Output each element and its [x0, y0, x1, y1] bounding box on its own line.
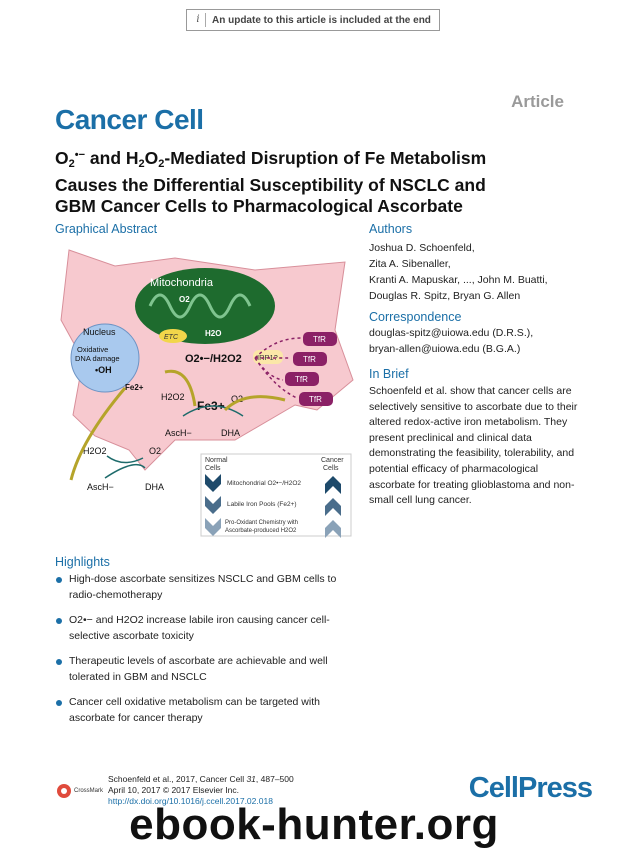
svg-text:Fe2+: Fe2+ — [125, 383, 144, 392]
svg-text:DNA damage: DNA damage — [75, 354, 120, 363]
svg-text:Cells: Cells — [323, 465, 339, 472]
info-icon: i — [191, 13, 206, 27]
citation-footer: Schoenfeld et al., 2017, Cancer Cell 31,… — [108, 774, 294, 806]
cell-body — [60, 249, 354, 471]
svg-text:ETC: ETC — [164, 334, 179, 341]
svg-text:Labile Iron Pools (Fe2+): Labile Iron Pools (Fe2+) — [227, 501, 297, 508]
svg-text:TfR: TfR — [303, 355, 316, 364]
highlight-item: O2•− and H2O2 increase labile iron causi… — [55, 613, 355, 644]
svg-text:TfR: TfR — [295, 375, 308, 384]
article-title: O2•− and H2O2-Mediated Disruption of Fe … — [55, 148, 487, 216]
correspondence-emails[interactable]: douglas-spitz@uiowa.edu (D.R.S.), bryan-… — [369, 327, 534, 355]
highlight-item: Cancer cell oxidative metabolism can be … — [55, 695, 355, 726]
svg-text:TfR: TfR — [309, 395, 322, 404]
svg-text:DHA: DHA — [145, 482, 164, 492]
svg-text:Ascorbate-produced H2O2: Ascorbate-produced H2O2 — [225, 528, 297, 534]
in-brief-heading: In Brief — [369, 367, 409, 381]
authors-heading: Authors — [369, 222, 413, 236]
svg-text:Mitochondrial O2•−/H2O2: Mitochondrial O2•−/H2O2 — [227, 480, 301, 487]
crossmark-icon — [57, 784, 71, 798]
in-brief-text: Schoenfeld et al. show that cancer cells… — [369, 385, 578, 507]
svg-text:•OH: •OH — [95, 365, 112, 375]
svg-text:AscH−: AscH− — [87, 482, 114, 492]
svg-text:H2O: H2O — [205, 329, 221, 338]
svg-text:O2: O2 — [179, 295, 190, 304]
svg-text:Cancer: Cancer — [321, 457, 344, 464]
doi-link[interactable]: http://dx.doi.org/10.1016/j.ccell.2017.0… — [108, 796, 273, 806]
crossmark-logo[interactable]: CrossMark — [56, 781, 104, 801]
svg-text:Pro-Oxidant Chemistry with: Pro-Oxidant Chemistry with — [225, 520, 298, 526]
svg-text:O2•−/H2O2: O2•−/H2O2 — [185, 353, 242, 365]
graphical-abstract-heading: Graphical Abstract — [55, 222, 158, 236]
article-type-label: Article — [511, 92, 564, 111]
svg-text:Nucleus: Nucleus — [83, 327, 116, 337]
cellpress-logo: CellPress — [468, 772, 593, 804]
svg-text:H2O2: H2O2 — [161, 392, 185, 402]
update-banner-text: An update to this article is included at… — [212, 14, 431, 26]
tfr-receptors: TfR TfR TfR TfR — [285, 332, 337, 406]
svg-text:TfR: TfR — [313, 335, 326, 344]
highlight-item: High-dose ascorbate sensitizes NSCLC and… — [55, 572, 355, 603]
highlights-heading: Highlights — [55, 555, 110, 569]
graphical-abstract-figure: Mitochondria O2 ETC H2O O2•−/H2O2 IRP1? … — [55, 240, 357, 540]
correspondence-heading: Correspondence — [369, 310, 462, 324]
nucleus — [70, 323, 140, 393]
authors-list: Joshua D. Schoenfeld, Zita A. Sibenaller… — [369, 242, 548, 302]
svg-text:Oxidative: Oxidative — [77, 345, 108, 354]
journal-name: Cancer Cell — [55, 104, 204, 135]
svg-text:Mitochondria: Mitochondria — [150, 277, 214, 289]
svg-text:AscH−: AscH− — [165, 428, 192, 438]
svg-text:H2O2: H2O2 — [83, 446, 107, 456]
svg-text:Normal: Normal — [205, 457, 228, 464]
svg-text:O2: O2 — [231, 394, 243, 404]
update-banner[interactable]: i An update to this article is included … — [186, 9, 440, 31]
svg-text:O2: O2 — [149, 446, 161, 456]
svg-text:Cells: Cells — [205, 465, 221, 472]
mitochondrion — [135, 268, 275, 344]
watermark: ebook-hunter.org — [129, 800, 499, 849]
svg-text:DHA: DHA — [221, 428, 240, 438]
highlights-list: High-dose ascorbate sensitizes NSCLC and… — [55, 572, 355, 736]
highlight-item: Therapeutic levels of ascorbate are achi… — [55, 654, 355, 685]
